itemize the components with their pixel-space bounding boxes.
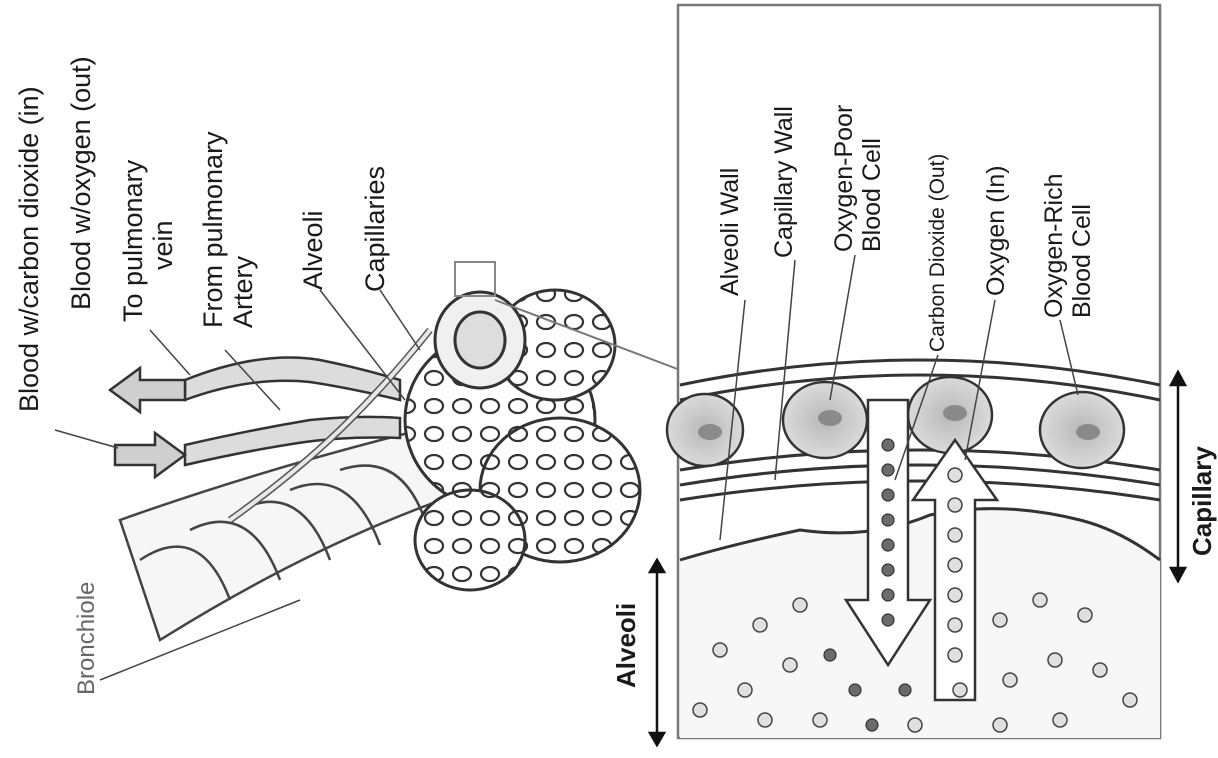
alveoli-cluster [405,290,640,590]
label-co2-out: Carbon Dioxide (Out) [926,154,950,352]
blood-flow-arrows [110,368,185,477]
label-to-pulmonary-vein: To pulmonary vein [118,160,178,322]
label-blood-co2-in: Blood w/carbon dioxide (in) [14,86,44,412]
label-line: Oxygen-Poor [830,105,858,252]
label-oxygen-in: Oxygen (In) [982,165,1010,296]
region-label-capillary: Capillary [1188,446,1217,556]
label-line: From pulmonary [198,131,228,328]
label-line: Blood Cell [858,105,886,252]
label-capillary-wall: Capillary Wall [770,106,798,258]
label-line: Oxygen-Rich [1040,174,1068,319]
label-alveoli-wall: Alveoli Wall [716,168,744,296]
label-oxygen-poor-cell: Oxygen-Poor Blood Cell [830,105,886,252]
label-line: Blood Cell [1068,174,1096,319]
label-capillaries: Capillaries [360,166,390,292]
label-oxygen-rich-cell: Oxygen-Rich Blood Cell [1040,174,1096,319]
label-from-pulmonary-artery: From pulmonary Artery [198,131,258,328]
label-alveoli: Alveoli [298,210,328,290]
label-bronchiole: Bronchiole [74,582,101,695]
label-line: To pulmonary [118,160,148,322]
label-line: Artery [228,131,258,328]
alveolus-region [680,509,1160,738]
label-blood-o2-out: Blood w/oxygen (out) [66,56,96,310]
region-label-alveoli: Alveoli [612,603,641,688]
label-line: vein [148,160,178,322]
